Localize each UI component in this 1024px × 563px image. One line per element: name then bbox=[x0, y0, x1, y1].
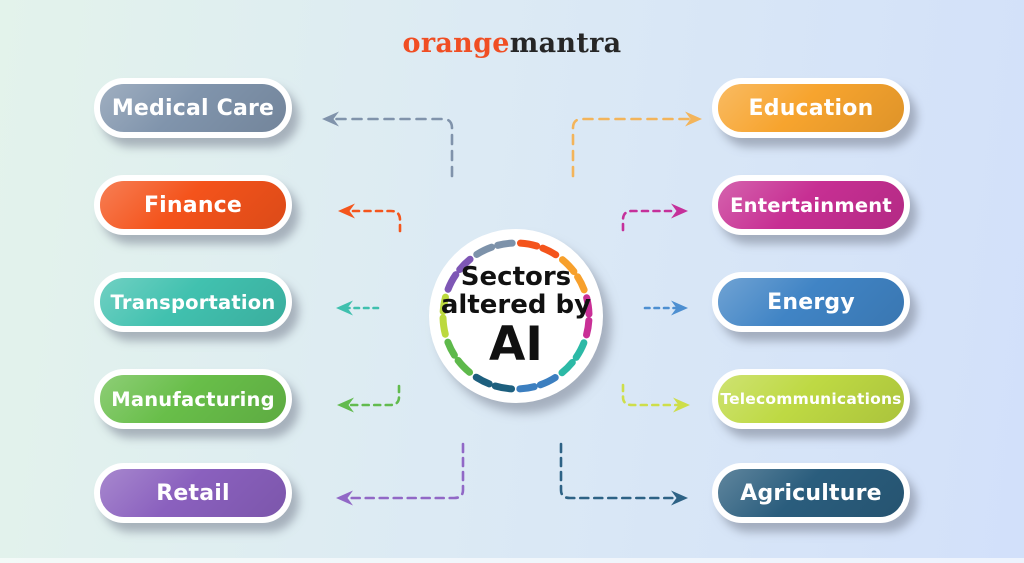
dashed-color-ring bbox=[439, 239, 593, 393]
center-title-line3: AI bbox=[489, 316, 543, 372]
sector-pill-energy: Energy bbox=[712, 272, 910, 332]
bottom-white-strip bbox=[0, 558, 1024, 563]
sector-label-retail: Retail bbox=[156, 480, 230, 506]
center-title: Sectors altered by AI bbox=[440, 262, 592, 372]
sector-pill-transportation: Transportation bbox=[94, 272, 292, 332]
sector-label-medical-care: Medical Care bbox=[111, 95, 275, 121]
sector-label-energy: Energy bbox=[767, 289, 855, 315]
sector-label-education: Education bbox=[748, 95, 874, 121]
sector-label-entertainment: Entertainment bbox=[730, 193, 892, 217]
sector-pill-telecommunications: Telecommunications bbox=[712, 369, 910, 429]
logo-part-orange: orange bbox=[402, 28, 510, 59]
sector-pill-agriculture: Agriculture bbox=[712, 463, 910, 523]
sector-pill-manufacturing: Manufacturing bbox=[94, 369, 292, 429]
sector-pill-medical-care: Medical Care bbox=[94, 78, 292, 138]
sector-label-telecommunications: Telecommunications bbox=[720, 390, 902, 408]
sector-pill-retail: Retail bbox=[94, 463, 292, 523]
sector-label-transportation: Transportation bbox=[110, 290, 276, 314]
sector-pill-finance: Finance bbox=[94, 175, 292, 235]
center-title-line2: altered by bbox=[440, 289, 592, 320]
logo-part-mantra: mantra bbox=[509, 28, 622, 59]
sector-label-agriculture: Agriculture bbox=[740, 480, 882, 506]
brand-logo: orangemantra bbox=[0, 28, 1024, 59]
sector-pill-education: Education bbox=[712, 78, 910, 138]
center-hub: Sectors altered by AI bbox=[429, 229, 603, 403]
sector-pill-entertainment: Entertainment bbox=[712, 175, 910, 235]
sector-label-manufacturing: Manufacturing bbox=[111, 387, 275, 411]
sector-label-finance: Finance bbox=[143, 192, 243, 218]
center-title-line1: Sectors bbox=[460, 262, 572, 293]
